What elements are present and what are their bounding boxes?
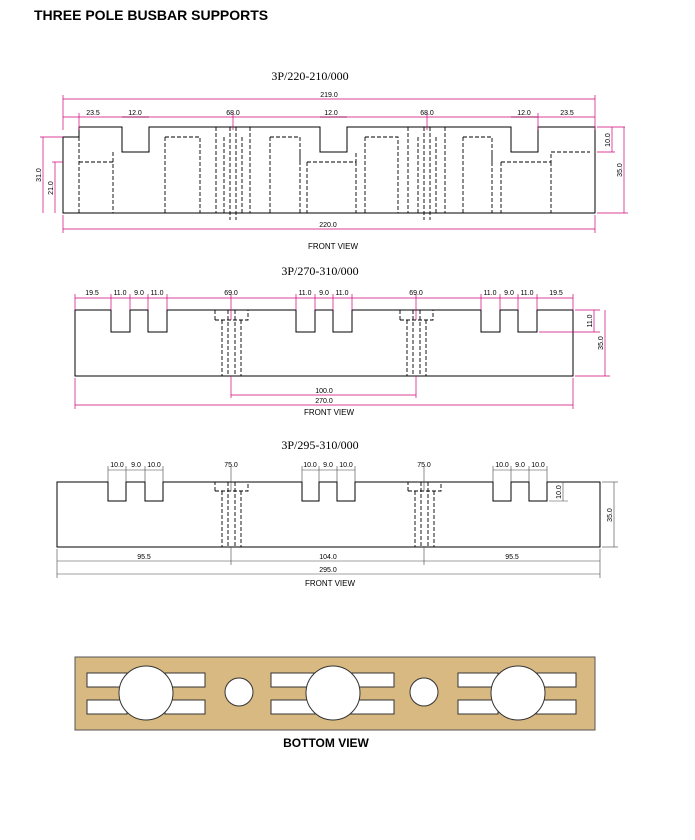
drawing-2-dim-height: 35.0 <box>598 336 605 350</box>
drawing-2-dim-g1a: 11.0 <box>113 290 126 297</box>
drawing-1-dim-left-height-inner: 21.0 <box>48 181 55 195</box>
drawing-1-dim-pitch1: 68.0 <box>226 110 240 117</box>
drawing-3-dim-height: 35.0 <box>607 508 614 522</box>
drawing-2-dim-pitch2: 69.0 <box>409 290 423 297</box>
drawing-2-dim-g2a: 11.0 <box>298 290 311 297</box>
drawing-1-dim-left-end: 23.5 <box>86 110 100 117</box>
drawing-3-dim-pitch1: 75.0 <box>224 462 238 469</box>
bottom-fixing-hole <box>409 677 439 707</box>
drawing-2-dim-hole-centres: 100.0 <box>315 388 333 395</box>
drawing-2-dim-slot-depth: 11.0 <box>587 314 594 327</box>
drawing-3-view-label: FRONT VIEW <box>305 579 356 588</box>
drawing-2-hidden-lines <box>214 310 434 376</box>
drawing-2-dim-g2b: 9.0 <box>319 290 329 297</box>
drawing-1-dim-slot2: 12.0 <box>324 110 338 117</box>
drawing-3-dim-seg-right: 95.5 <box>505 554 519 561</box>
drawing-1-dim-slot-depth: 10.0 <box>605 133 612 147</box>
bottom-view: BOTTOM VIEW <box>74 656 596 750</box>
bottom-view-label: BOTTOM VIEW <box>283 736 369 750</box>
drawing-2-dim-g3a: 11.0 <box>483 290 496 297</box>
drawing-3-dim-g2a: 10.0 <box>303 462 317 469</box>
drawing-1-dimensions <box>40 95 628 233</box>
bottom-pole-recess <box>305 665 361 721</box>
drawing-1-hidden-lines <box>78 127 590 220</box>
drawing-3-dim-overall: 295.0 <box>319 567 337 574</box>
drawing-2: 3P/270-310/000 <box>74 264 610 417</box>
drawing-2-dim-pitch1: 69.0 <box>224 290 238 297</box>
drawing-3-dim-g3b: 9.0 <box>515 462 525 469</box>
drawing-3-dim-g3a: 10.0 <box>495 462 509 469</box>
drawing-3-dim-seg-mid: 104.0 <box>319 554 337 561</box>
drawing-2-dim-g3b: 9.0 <box>504 290 514 297</box>
drawing-2-dim-g2c: 11.0 <box>335 290 348 297</box>
drawing-2-part-number: 3P/270-310/000 <box>281 264 358 278</box>
drawing-3-dim-g1c: 10.0 <box>147 462 161 469</box>
drawing-3-dim-seg-left: 95.5 <box>137 554 151 561</box>
drawing-3-dim-pitch2: 75.0 <box>417 462 431 469</box>
drawing-3-dim-g2c: 10.0 <box>339 462 353 469</box>
drawing-3-dim-g1a: 10.0 <box>110 462 124 469</box>
drawing-3-part-number: 3P/295-310/000 <box>281 438 358 452</box>
drawing-2-dim-g3c: 11.0 <box>520 290 533 297</box>
drawing-2-view-label: FRONT VIEW <box>304 408 355 417</box>
drawing-1-dim-right-end: 23.5 <box>560 110 574 117</box>
drawing-2-dim-overall: 270.0 <box>315 398 333 405</box>
drawing-2-dim-g1b: 9.0 <box>134 290 144 297</box>
drawing-1-view-label: FRONT VIEW <box>308 242 359 251</box>
drawing-2-dimensions <box>74 294 610 409</box>
drawing-2-body-outline <box>74 309 574 377</box>
drawing-3-dimensions <box>56 466 618 578</box>
bottom-slot <box>457 699 499 715</box>
drawing-1-dim-overall-top: 219.0 <box>320 92 338 99</box>
drawing-3-dim-g3c: 10.0 <box>531 462 545 469</box>
drawing-3-dim-g1b: 9.0 <box>131 462 141 469</box>
drawing-2-dim-right-end: 19.5 <box>549 290 563 297</box>
drawing-3: 3P/295-310/000 <box>56 438 618 588</box>
bottom-pole-recess <box>118 665 174 721</box>
drawing-1-dim-height: 35.0 <box>617 163 624 177</box>
drawing-1-dim-overall-bottom: 220.0 <box>319 222 337 229</box>
drawing-2-dim-left-end: 19.5 <box>85 290 99 297</box>
bottom-fixing-hole <box>224 677 254 707</box>
drawing-1-dim-slot3: 12.0 <box>517 110 531 117</box>
page-title: THREE POLE BUSBAR SUPPORTS <box>34 7 269 23</box>
drawing-1-part-number: 3P/220-210/000 <box>271 69 348 83</box>
drawing-3-dim-g2b: 9.0 <box>323 462 333 469</box>
drawing-1-dim-slot1: 12.0 <box>128 110 142 117</box>
bottom-pole-recess <box>490 665 546 721</box>
drawing-1-dim-pitch2: 68.0 <box>420 110 434 117</box>
drawing-3-body-outline <box>56 481 601 548</box>
drawing-3-dim-slot-depth: 10.0 <box>556 485 563 499</box>
drawing-1: 3P/220-210/000 <box>36 69 628 251</box>
drawing-1-body-outline <box>62 126 596 214</box>
drawing-2-dim-g1c: 11.0 <box>150 290 163 297</box>
drawing-3-hidden-lines <box>214 482 442 547</box>
drawing-1-dim-left-height-outer: 31.0 <box>36 168 43 182</box>
